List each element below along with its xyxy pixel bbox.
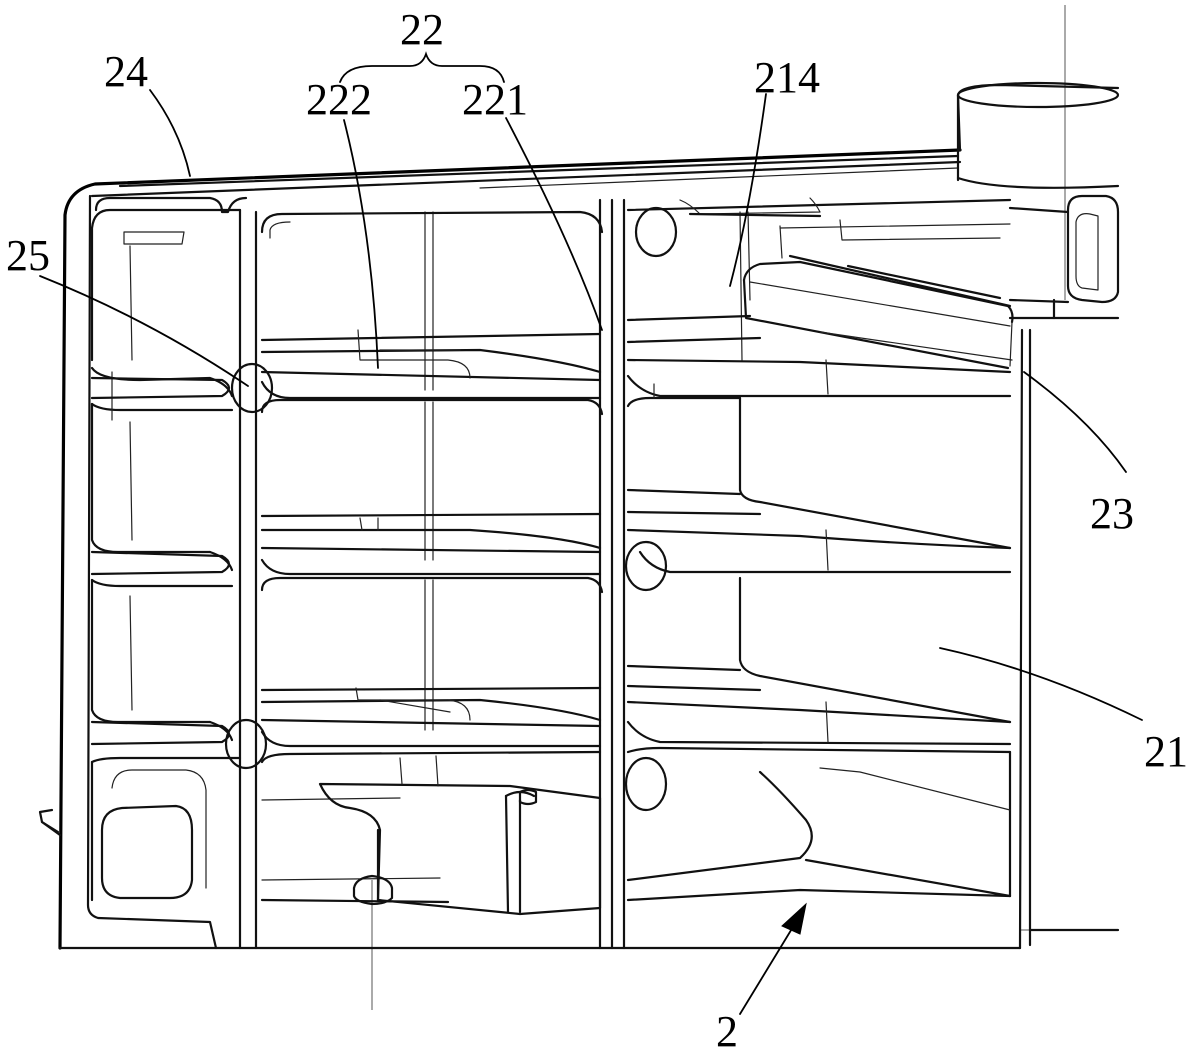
- label-21: 21: [1144, 727, 1188, 776]
- bottom-block: [318, 755, 602, 916]
- label-24: 24: [104, 47, 148, 96]
- leader-24: [149, 89, 191, 177]
- outer-housing: [38, 194, 1120, 950]
- right-region: [626, 197, 1014, 902]
- leader-2: [739, 921, 797, 1015]
- cylinder-boss: [956, 81, 1120, 189]
- leader-lines: [39, 51, 1143, 1015]
- leader-25: [39, 275, 249, 387]
- hole-5: [634, 206, 678, 258]
- label-2: 2: [716, 1007, 738, 1056]
- label-221: 221: [462, 75, 528, 124]
- leader-222: [343, 119, 379, 369]
- holes: [224, 206, 678, 812]
- label-23: 23: [1090, 489, 1134, 538]
- leader-23: [1023, 371, 1127, 473]
- leader-21: [939, 647, 1143, 721]
- hole-2: [224, 718, 268, 770]
- left-column: [90, 196, 248, 902]
- top-plate: [58, 148, 962, 950]
- arrowhead-2: [781, 902, 807, 935]
- hole-3: [624, 540, 668, 592]
- reference-labels: 22 24 222 221 214 25 23 21 2: [6, 5, 1188, 1056]
- leader-214: [729, 93, 767, 287]
- right-bracket: [1008, 194, 1120, 320]
- label-22: 22: [400, 5, 444, 54]
- brace-22: [339, 51, 505, 83]
- center-lines: [371, 5, 1118, 1010]
- hole-4: [624, 756, 668, 812]
- middle-column: [260, 210, 604, 904]
- hole-1: [230, 362, 274, 414]
- label-25: 25: [6, 231, 50, 280]
- label-222: 222: [306, 75, 372, 124]
- label-214: 214: [754, 53, 820, 102]
- leader-221: [505, 117, 603, 331]
